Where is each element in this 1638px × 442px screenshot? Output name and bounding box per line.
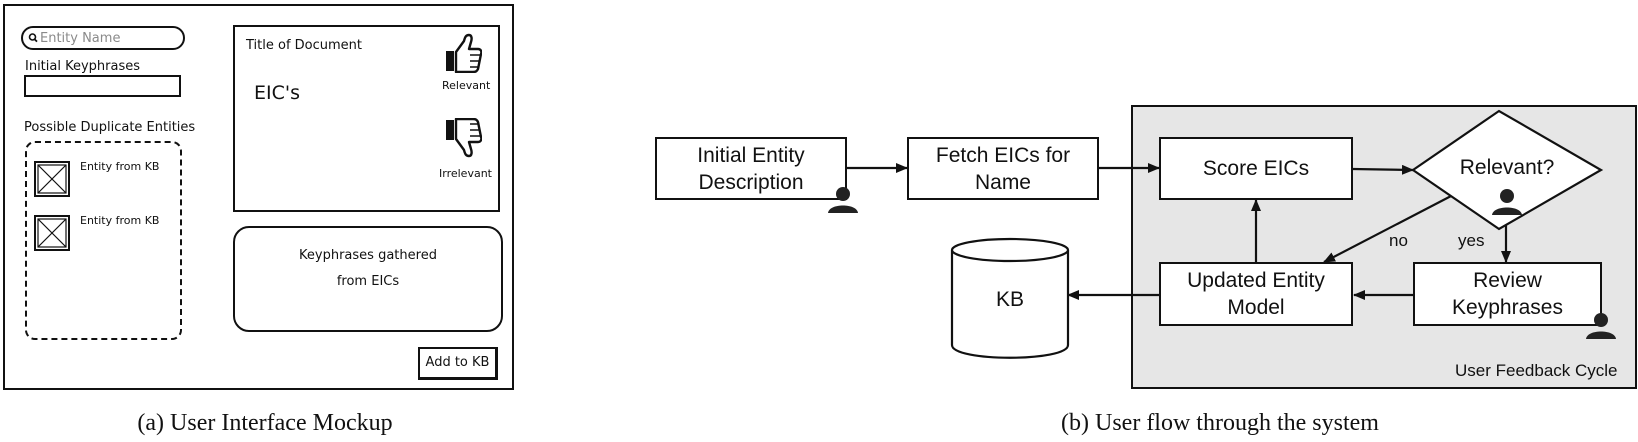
user-icon (828, 187, 858, 213)
initial-keyphrases-field[interactable] (24, 75, 181, 97)
keyphrases-gathered-line1: Keyphrases gathered (299, 248, 437, 263)
kb-database-cylinder (950, 237, 1070, 359)
edge-label-yes: yes (1458, 231, 1485, 250)
user-feedback-cycle-label: User Feedback Cycle (1455, 361, 1618, 380)
duplicate-entity-label: Entity from KB (80, 160, 160, 173)
user-icon (1586, 313, 1616, 339)
irrelevant-label: Irrelevant (439, 167, 492, 180)
arrow-relevant-no-to-updated (1323, 194, 1454, 263)
image-placeholder-icon (34, 161, 70, 197)
document-card (233, 25, 500, 212)
thumbs-up-icon (446, 33, 483, 74)
caption-a: (a) User Interface Mockup (137, 410, 393, 436)
search-icon (28, 33, 38, 43)
keyphrases-gathered-line2: from EICs (336, 274, 400, 289)
keyphrases-gathered-panel (233, 226, 503, 332)
image-placeholder-icon (34, 215, 70, 251)
duplicate-entity-label: Entity from KB (80, 214, 160, 227)
relevant-label: Relevant (442, 79, 491, 92)
add-to-kb-button[interactable]: Add to KB (418, 347, 498, 380)
relevant-button[interactable] (444, 33, 483, 78)
score-eics-node: Score EICs (1159, 137, 1353, 200)
entity-name-search[interactable] (21, 26, 185, 50)
initial-keyphrases-label: Initial Keyphrases (25, 59, 141, 74)
document-body: EIC's (254, 82, 300, 104)
irrelevant-button[interactable] (444, 117, 483, 163)
user-icon (1492, 189, 1522, 215)
relevant-decision-diamond (1411, 109, 1604, 231)
thumbs-down-icon (446, 117, 483, 158)
kb-node-label: KB (995, 288, 1024, 311)
list-item[interactable] (34, 215, 70, 256)
entity-name-input[interactable] (40, 29, 180, 47)
possible-duplicates-label: Possible Duplicate Entities (24, 120, 196, 135)
document-title: Title of Document (246, 38, 363, 53)
ui-mockup-frame (3, 4, 514, 390)
caption-b: (b) User flow through the system (1061, 410, 1379, 436)
list-item[interactable] (34, 161, 70, 202)
edge-label-no: no (1389, 231, 1408, 250)
duplicate-entities-list (25, 141, 182, 340)
relevant-decision-label: Relevant? (1459, 156, 1555, 179)
arrow-score-to-relevant (1352, 164, 1414, 175)
